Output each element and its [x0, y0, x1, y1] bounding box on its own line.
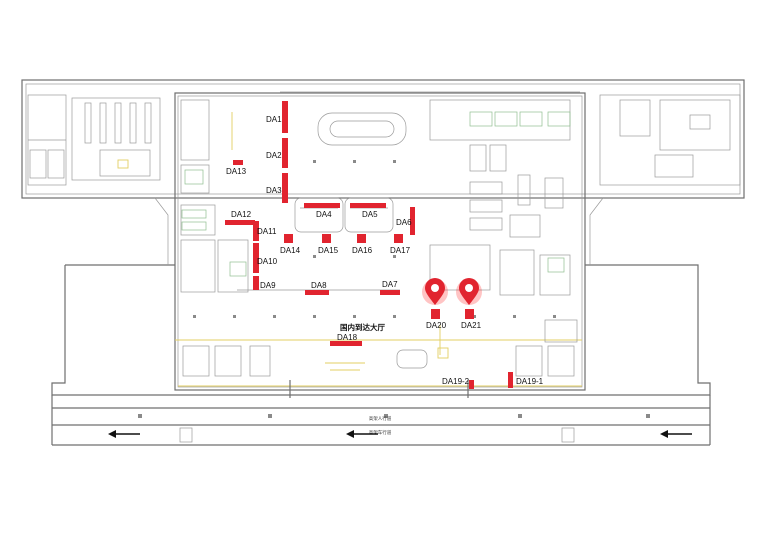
- ad-spot-da2[interactable]: [282, 138, 288, 168]
- label-da12: DA12: [231, 210, 252, 219]
- label-da14: DA14: [280, 246, 301, 255]
- columns: [193, 160, 556, 318]
- label-da18: DA18: [337, 333, 358, 342]
- ad-spot-da17[interactable]: [394, 234, 403, 243]
- ad-spot-da15[interactable]: [322, 234, 331, 243]
- ad-spot-da12[interactable]: [225, 220, 255, 225]
- ad-spot-da7[interactable]: [380, 290, 400, 295]
- ad-spot-da3[interactable]: [282, 173, 288, 203]
- arrow-left-icon: [346, 430, 378, 438]
- label-da20: DA20: [426, 321, 447, 330]
- map-pin-icon[interactable]: [456, 278, 482, 305]
- hall-label: 国内到达大厅: [340, 322, 385, 332]
- label-da6: DA6: [396, 218, 412, 227]
- central-hall: [237, 91, 580, 371]
- label-da15: DA15: [318, 246, 339, 255]
- ad-spot-da4[interactable]: [304, 203, 340, 208]
- ad-spot-da9[interactable]: [253, 276, 259, 290]
- ad-spot-da14[interactable]: [284, 234, 293, 243]
- ad-spot-da16[interactable]: [357, 234, 366, 243]
- ad-spot-da19-2[interactable]: [469, 380, 474, 389]
- ad-spots: [225, 101, 513, 389]
- arrow-left-icon: [660, 430, 692, 438]
- label-da3: DA3: [266, 186, 282, 195]
- ad-spot-da21[interactable]: [465, 309, 474, 319]
- ad-spot-da13[interactable]: [233, 160, 243, 165]
- arrow-left-icon: [108, 430, 140, 438]
- label-da8: DA8: [311, 281, 327, 290]
- label-da19-1: DA19-1: [516, 377, 544, 386]
- ad-spot-da19-1[interactable]: [508, 372, 513, 388]
- label-da2: DA2: [266, 151, 282, 160]
- ad-spot-da6[interactable]: [410, 207, 415, 235]
- ad-spot-da1[interactable]: [282, 101, 288, 133]
- label-da4: DA4: [316, 210, 332, 219]
- label-da1: DA1: [266, 115, 282, 124]
- pedestrian-walkway-label: 高架人行道: [369, 415, 392, 422]
- ad-spot-da11[interactable]: [253, 221, 259, 241]
- left-wing: [27, 94, 249, 293]
- right-wing: [429, 94, 741, 343]
- ad-spot-da5[interactable]: [350, 203, 386, 208]
- ad-spot-da8[interactable]: [305, 290, 329, 295]
- label-da16: DA16: [352, 246, 373, 255]
- label-da11: DA11: [257, 227, 277, 236]
- seating: [182, 345, 575, 377]
- label-da5: DA5: [362, 210, 378, 219]
- label-da13: DA13: [226, 167, 247, 176]
- elevated-road: 高架人行道 高架车行道: [51, 395, 711, 446]
- label-da19-2: DA19-2: [442, 377, 470, 386]
- label-da9: DA9: [260, 281, 276, 290]
- ad-spot-da10[interactable]: [253, 243, 259, 273]
- vehicle-lane-label: 高架车行道: [369, 429, 392, 436]
- label-da7: DA7: [382, 280, 398, 289]
- map-pin-icon[interactable]: [422, 278, 448, 305]
- label-da10: DA10: [257, 257, 278, 266]
- ad-labels: DA1 DA2 DA3 DA4 DA5 DA6 DA7 DA8 DA9 DA10…: [226, 115, 544, 386]
- label-da17: DA17: [390, 246, 411, 255]
- ad-spot-da18[interactable]: [330, 341, 362, 346]
- label-da21: DA21: [461, 321, 482, 330]
- ad-spot-da20[interactable]: [431, 309, 440, 319]
